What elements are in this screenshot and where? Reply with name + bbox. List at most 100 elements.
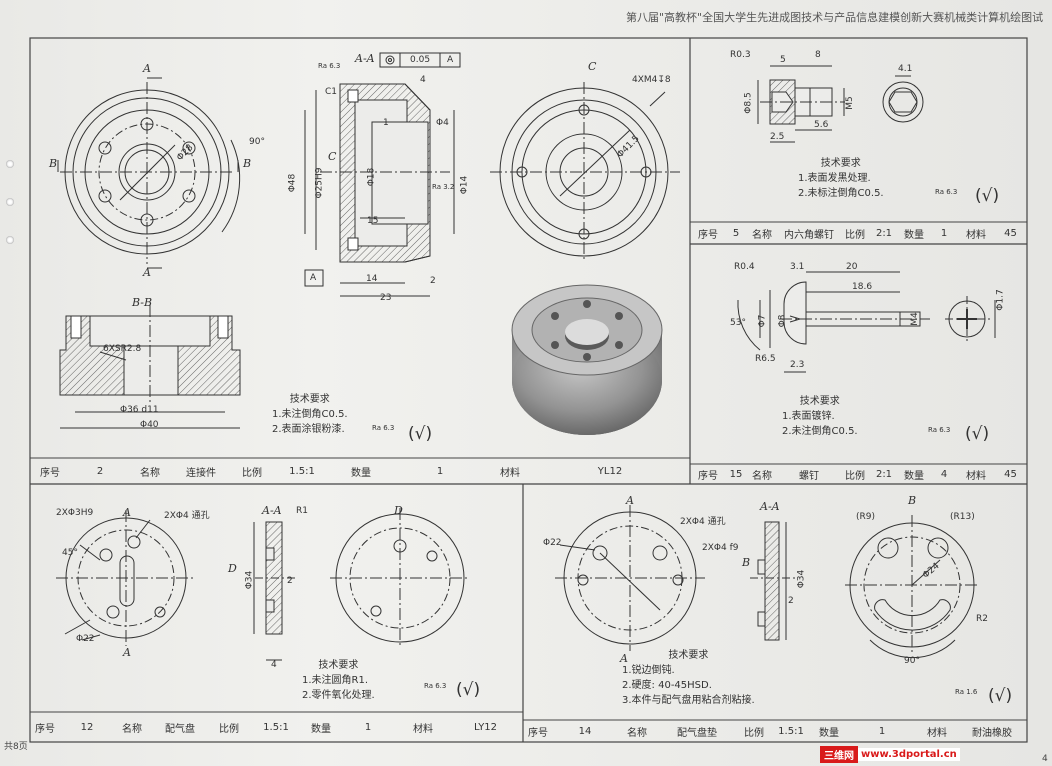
binding-hole <box>6 236 14 244</box>
dim-r2: R2 <box>976 614 988 624</box>
tb-label-name: 名称 <box>752 229 772 241</box>
tech-requirements-part12: 技术要求 1.未注圆角R1. 2.零件氧化处理. <box>302 658 375 703</box>
title-block-part14: 序号 14 名称 配气盘垫 比例 1.5:1 数量 1 材料 耐油橡胶 <box>523 720 1027 742</box>
tb-material: LY12 <box>473 721 498 733</box>
title-block-part15: 序号 15 名称 螺钉 比例 2:1 数量 4 材料 45 <box>690 464 1027 484</box>
dim-d14: Φ14 <box>459 175 470 195</box>
part12-views <box>56 508 470 661</box>
tb-label-xuhao: 序号 <box>698 470 718 482</box>
dim-2xd4f9: 2XΦ4 f9 <box>702 543 739 553</box>
tb-label-xuhao: 序号 <box>698 229 718 241</box>
req-title: 技术要求 <box>318 660 359 671</box>
dim-d36d11: Φ36 d11 <box>120 405 159 415</box>
req-line: 1.未注倒角C0.5. <box>272 409 348 420</box>
dim-31: 3.1 <box>790 262 805 272</box>
part15-views <box>737 271 996 373</box>
dim-angle-53: 53° <box>730 318 746 328</box>
tb-part-number: 14 <box>578 725 592 737</box>
dim-25: 2.5 <box>770 132 785 142</box>
tb-label-qty: 数量 <box>904 229 924 241</box>
watermark: 三维网 www.3dportal.cn <box>820 745 960 763</box>
req-line: 1.锐边倒钝. <box>622 665 675 676</box>
tb-label-scale: 比例 <box>242 467 262 479</box>
tb-scale: 1.5:1 <box>778 725 804 737</box>
roughness-symbol: Ra 6.3 <box>372 424 395 432</box>
tolerance-value: 0.05 <box>410 55 431 65</box>
tb-material: YL12 <box>597 465 623 477</box>
part2-section-aa <box>304 52 461 297</box>
part5-views <box>757 65 924 143</box>
tb-qty: 1 <box>436 465 444 477</box>
dim-d7: Φ7 <box>757 314 768 328</box>
req-line: 2.表面涂银粉漆. <box>272 424 345 435</box>
tolerance-datum: A <box>447 55 454 65</box>
dim-23: 23 <box>380 293 392 303</box>
req-title: 技术要求 <box>799 396 840 407</box>
tb-label-xuhao: 序号 <box>40 467 60 479</box>
dim-r1: R1 <box>296 506 308 516</box>
datum-a: A <box>310 273 317 283</box>
section-marker-a-top: A <box>123 506 131 519</box>
dim-c1: C1 <box>325 87 338 97</box>
sheet-header-title: 第八届"高教杯"全国大学生先进成图技术与产品信息建模创新大赛机械类计算机绘图试 <box>626 11 1044 24</box>
roughness-symbol: Ra 6.3 <box>935 188 958 196</box>
tb-scale: 1.5:1 <box>289 465 315 477</box>
section-marker-b-left: B <box>49 157 58 170</box>
section-marker-a-bottom: A <box>123 646 131 659</box>
dim-56: 5.6 <box>814 120 829 130</box>
tb-scale: 1.5:1 <box>263 721 289 733</box>
req-title: 技术要求 <box>668 650 709 661</box>
dim-m5: M5 <box>844 96 855 110</box>
section-title-aa: A-A <box>262 504 282 517</box>
view-title-c: C <box>588 60 597 73</box>
section-marker-b-right: B <box>243 157 252 170</box>
dim-d25h9: Φ25H9 <box>314 167 325 199</box>
tb-label-scale: 比例 <box>744 727 764 739</box>
tech-requirements-part5: 技术要求 1.表面发黑处理. 2.未标注倒角C0.5. <box>798 156 884 201</box>
tb-label-qty: 数量 <box>819 727 839 739</box>
section-marker-a-top: A <box>143 62 151 75</box>
view-title-d: D <box>394 504 403 517</box>
tb-part-name: 配气盘垫 <box>677 727 717 739</box>
tb-qty: 1 <box>940 227 948 239</box>
tb-part-number: 12 <box>80 721 94 733</box>
dim-5: 5 <box>780 55 786 65</box>
roughness-check-mark: (√) <box>988 686 1013 706</box>
tb-qty: 1 <box>878 725 886 737</box>
dim-2xd4-through: 2XΦ4 通孔 <box>164 511 210 521</box>
req-line: 1.未注圆角R1. <box>302 675 369 686</box>
tb-part-number: 5 <box>732 227 740 239</box>
tb-label-xuhao: 序号 <box>35 723 55 735</box>
view-arrow-c: C <box>328 150 337 163</box>
tb-part-name: 连接件 <box>186 467 216 479</box>
dim-41: 4.1 <box>898 64 913 74</box>
view-arrow-b: B <box>742 556 751 569</box>
view-title-b: B <box>908 494 917 507</box>
dim-d8: Φ8 <box>777 314 788 328</box>
tb-label-material: 材料 <box>966 229 986 241</box>
tb-label-scale: 比例 <box>219 723 239 735</box>
roughness-check-mark: (√) <box>965 424 990 444</box>
tb-label-xuhao: 序号 <box>528 727 548 739</box>
tb-scale: 2:1 <box>875 468 893 480</box>
watermark-brand: 三维网 <box>820 745 858 763</box>
section-title-aa: A-A <box>355 52 375 65</box>
part14-views <box>555 505 980 659</box>
watermark-url: www.3dportal.cn <box>858 747 960 761</box>
section-title-aa: A-A <box>760 500 780 513</box>
req-line: 2.未注倒角C0.5. <box>782 426 858 437</box>
dim-4xm4: 4XM4↧8 <box>632 75 671 85</box>
part2-isometric-render <box>511 284 663 435</box>
dim-4: 4 <box>420 75 426 85</box>
tb-label-name: 名称 <box>752 470 772 482</box>
tb-part-number: 15 <box>729 468 743 480</box>
page-number: 4 <box>1042 754 1048 764</box>
dim-6xsr28: 6XSR2.8 <box>103 344 142 354</box>
dim-r13: (R13) <box>950 512 975 522</box>
roughness-check-mark: (√) <box>408 424 433 444</box>
section-marker-a-bottom: A <box>143 266 151 279</box>
dim-2: 2 <box>287 576 293 586</box>
roughness-check-mark: (√) <box>456 680 481 700</box>
